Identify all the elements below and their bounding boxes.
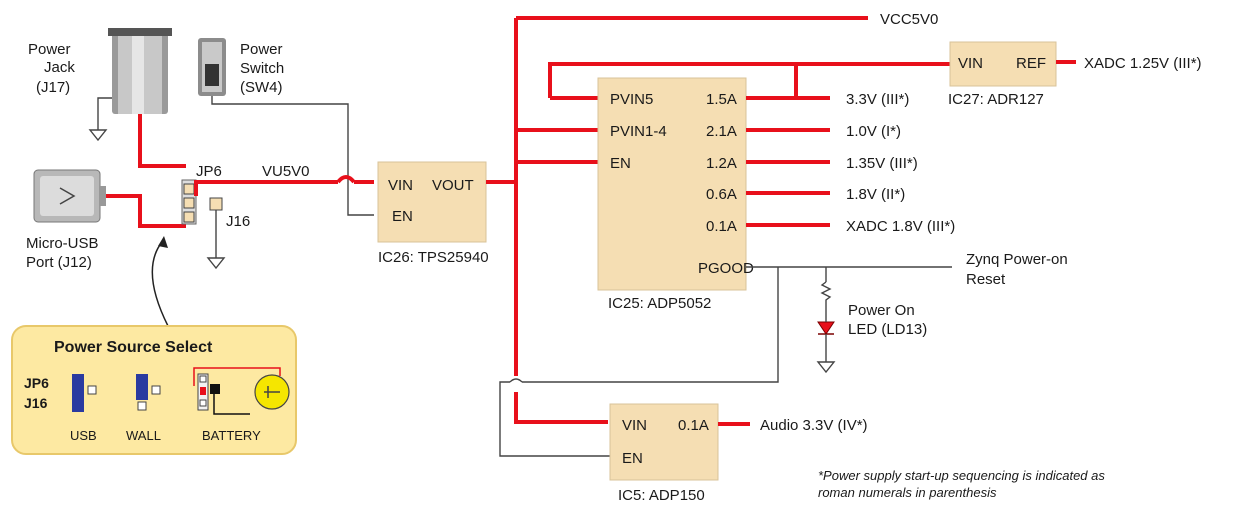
- reset-label: Zynq Power-on: [966, 251, 1068, 268]
- ic25-current-2: 2.1A: [706, 123, 737, 140]
- micro-usb-port: [33, 169, 106, 223]
- power-jack-label-2: Jack: [44, 59, 75, 76]
- power-jack: [108, 28, 172, 114]
- pgood-feedback-wire: [522, 267, 779, 383]
- led-label: Power On: [848, 302, 915, 319]
- ic5-output-label: Audio 3.3V (IV*): [760, 417, 868, 434]
- ic25-current-1: 1.5A: [706, 91, 737, 108]
- pss-jp6-label: JP6: [24, 375, 49, 391]
- ic5-current: 0.1A: [678, 417, 709, 434]
- pss-wall-jumper: [136, 374, 161, 411]
- rail-label-3: 1.35V (III*): [846, 155, 918, 172]
- power-switch-label: Power: [240, 41, 283, 58]
- ic26-en-pin: EN: [392, 208, 413, 225]
- pss-j16-label: J16: [24, 395, 48, 411]
- ground-icon: [816, 361, 836, 374]
- rail-label-2: 1.0V (I*): [846, 123, 901, 140]
- power-switch-ref: (SW4): [240, 79, 283, 96]
- jack-ground-wire: [97, 97, 112, 130]
- pss-battery-label: BATTERY: [202, 428, 261, 443]
- ic25-current-4: 0.6A: [706, 186, 737, 203]
- vu5v0-wire: [194, 180, 338, 196]
- pss-usb-label: USB: [70, 428, 97, 443]
- ic25-pgood-pin: PGOOD: [698, 260, 754, 277]
- rail-label-1: 3.3V (III*): [846, 91, 909, 108]
- usb-port-label-2: Port (J12): [26, 254, 92, 271]
- ground-icon: [88, 129, 108, 142]
- resistor-icon: [820, 281, 832, 314]
- main-bus-lower: [514, 392, 608, 424]
- ic5-box: [609, 403, 719, 481]
- usb-power-wire: [106, 194, 186, 228]
- ic25-name: IC25: ADP5052: [608, 295, 711, 312]
- ic26-box: [377, 161, 487, 243]
- power-jack-label: Power: [28, 41, 71, 58]
- switch-en-wire: [211, 96, 374, 216]
- pss-battery-jumper: [193, 367, 290, 415]
- ic25-current-3: 1.2A: [706, 155, 737, 172]
- ic25-outputs: 1.5A 2.1A 1.2A 0.6A 0.1A 3.3V (III*) 1.0…: [706, 91, 955, 235]
- footnote-line-1: *Power supply start-up sequencing is ind…: [818, 468, 1105, 483]
- select-pointer-arrow: [151, 241, 169, 327]
- ic26-vout-pin: VOUT: [432, 177, 474, 194]
- ground-icon: [206, 257, 226, 270]
- j16-label: J16: [226, 213, 250, 230]
- ic25-en-pin: EN: [610, 155, 631, 172]
- ic25-pvin5-pin: PVIN5: [610, 91, 653, 108]
- pvin5-bus: [548, 62, 950, 98]
- led-icon: [817, 321, 835, 335]
- arrow-head-icon: [158, 236, 168, 248]
- ic27-name: IC27: ADR127: [948, 91, 1044, 108]
- ic27-output-label: XADC 1.25V (III*): [1084, 55, 1202, 72]
- usb-port-label: Micro-USB: [26, 235, 99, 252]
- ic25-box: [597, 77, 747, 291]
- ic26-name: IC26: TPS25940: [378, 249, 489, 266]
- vu5v0-wire-hop: [336, 175, 356, 184]
- ic25-pvin14-pin: PVIN1-4: [610, 123, 667, 140]
- ic5-vin-pin: VIN: [622, 417, 647, 434]
- ic5-name: IC5: ADP150: [618, 487, 705, 504]
- ic5-en-wire: [499, 381, 610, 457]
- power-switch: [198, 38, 226, 96]
- ic27-vin-pin: VIN: [958, 55, 983, 72]
- led-label-2: LED (LD13): [848, 321, 927, 338]
- power-switch-label-2: Switch: [240, 60, 284, 77]
- reset-label-2: Reset: [966, 271, 1006, 288]
- pss-usb-jumper: [72, 374, 97, 412]
- ic26-vin-pin: VIN: [388, 177, 413, 194]
- ic27-ref-pin: REF: [1016, 55, 1046, 72]
- footnote-line-2: roman numerals in parenthesis: [818, 485, 997, 500]
- jp6-label: JP6: [196, 163, 222, 180]
- jack-power-wire: [138, 114, 186, 168]
- rail-label-4: 1.8V (II*): [846, 186, 905, 203]
- power-source-select-title: Power Source Select: [54, 339, 213, 356]
- vcc5v0-label: VCC5V0: [880, 11, 938, 28]
- power-jack-ref: (J17): [36, 79, 70, 96]
- ic25-current-5: 0.1A: [706, 218, 737, 235]
- pss-wall-label: WALL: [126, 428, 161, 443]
- vu5v0-label: VU5V0: [262, 163, 310, 180]
- jumper-jp6: [181, 179, 223, 225]
- rail-label-5: XADC 1.8V (III*): [846, 218, 955, 235]
- ic27-box: [949, 41, 1057, 87]
- ic5-en-pin: EN: [622, 450, 643, 467]
